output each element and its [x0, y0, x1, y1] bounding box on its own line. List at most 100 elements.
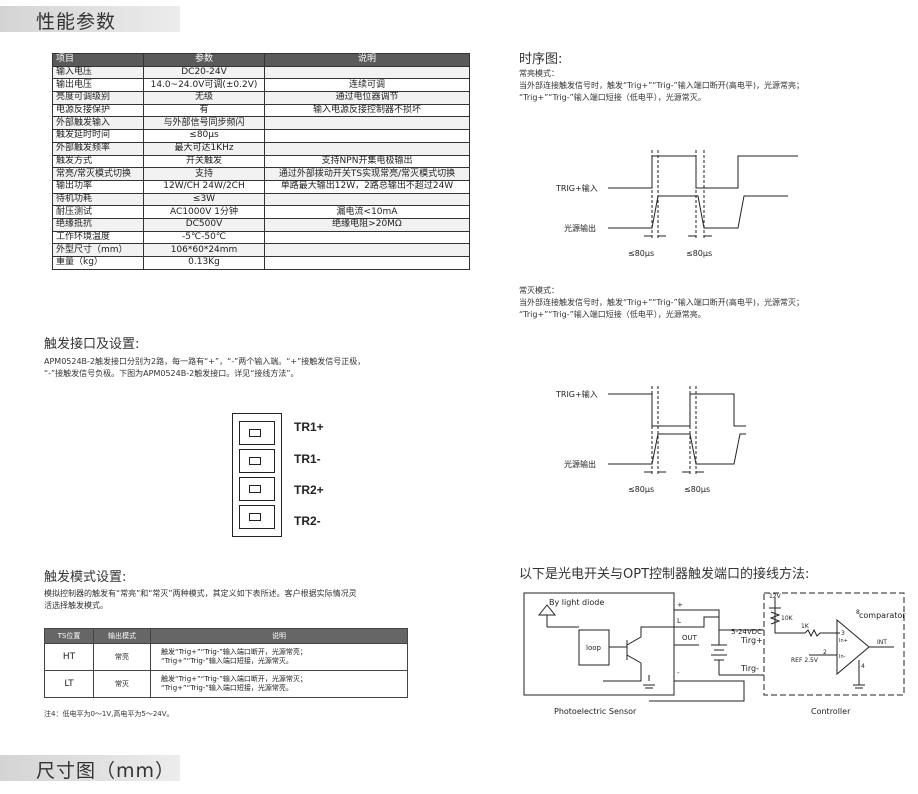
wire [603, 626, 674, 689]
r1k-label: 1K [801, 623, 810, 630]
spec-item: 耐压测试 [52, 205, 144, 219]
spec-row: 外型尺寸（mm）106*60*24mm [52, 243, 470, 257]
output-mode: 常灭 [93, 670, 151, 698]
v12-label: 12V [769, 593, 782, 600]
spec-value: 支持 [143, 167, 265, 181]
spec-item: 绝缘抵抗 [52, 217, 144, 232]
trigger-mode-text: 模拟控制器的触发有“常亮”和“常灭”两种模式，其定义如下表所述。客户根据实际情况… [44, 588, 357, 612]
spec-value: ≤80μs [143, 129, 265, 143]
spec-item: 电源反接保护 [52, 103, 144, 118]
trigger-mode-title: 触发模式设置: [44, 570, 127, 585]
comparator-label: comparator [859, 611, 906, 620]
spec-item: 亮度可调级别 [52, 91, 144, 105]
spec-note: 单路最大输出12W，2路总输出不超过24W [264, 179, 470, 194]
spec-note: 绝缘电阻>20MΩ [264, 217, 470, 232]
comparator-icon [836, 618, 870, 676]
int-label: INT [877, 639, 887, 646]
spec-note [264, 141, 470, 156]
spec-item: 输入电压 [52, 65, 144, 80]
trig-waveform [608, 393, 746, 427]
light-waveform [608, 433, 746, 465]
light-waveform [608, 195, 788, 229]
mode2-block: 常灭模式： 当外部连接触发信号时，触发“Trig+”“Trig-”输入端口断开(… [519, 285, 804, 321]
spec-row: 待机功耗≤3W [52, 192, 470, 207]
spec-note: 输入电源反接控制器不损坏 [264, 103, 470, 118]
connector-label-tr1-plus: TR1+ [294, 420, 324, 434]
paragraph-line: 当外部连接触发信号时，触发“Trig+”“Trig-”输入端口断开(高电平)，光… [519, 81, 805, 90]
resistor-1k [795, 628, 840, 638]
connector-label-tr1-minus: TR1- [294, 452, 321, 466]
spec-row: 触发延时时间≤80μs [52, 129, 470, 143]
delay-label: ≤80μs [628, 249, 654, 258]
trig-plus-label: Tirg+ [740, 636, 763, 645]
mode-desc-line: “Trig+”“Trig-”输入端口短接，光源常灭。 [161, 657, 293, 665]
mode-header: 输出模式 [93, 628, 151, 644]
spec-row: 重量（kg）0.13Kg [52, 256, 470, 270]
trigger-connector [232, 413, 282, 537]
spec-note: 通过电位器调节 [264, 91, 470, 105]
spec-value: -5℃-50℃ [143, 230, 265, 245]
spec-value: DC500V [143, 217, 265, 232]
spec-note [264, 129, 470, 143]
ts-position: LT [44, 670, 94, 698]
spec-value: 无级 [143, 91, 265, 105]
sensor-label: Photoelectric Sensor [554, 707, 637, 716]
mode-header: TS位置 [44, 628, 94, 644]
mode-header: 说明 [150, 628, 408, 644]
spec-note: 连续可调 [264, 78, 470, 93]
mode-row: LT 常灭 触发“Trig+”“Trig-”输入端口断开，光源常灭； “Trig… [44, 670, 408, 698]
spec-item: 外部触发输入 [52, 116, 144, 131]
controller-box [763, 592, 905, 696]
timing-diagram-normally-on: TRIG+输入 光源输出 ≤80μs ≤80μs [555, 150, 798, 258]
spec-header: 说明 [264, 53, 470, 67]
spec-item: 输出功率 [52, 179, 144, 194]
wire [809, 646, 894, 689]
mode-row: HT 常亮 触发“Trig+”“Trig-”输入端口断开，光源常亮； “Trig… [44, 643, 408, 671]
mode-desc-line: 触发“Trig+”“Trig-”输入端口断开，光源常亮； [161, 648, 307, 656]
spec-value: AC1000V 1分钟 [143, 205, 265, 219]
mode-table: TS位置 输出模式 说明 HT 常亮 触发“Trig+”“Trig-”输入端口断… [44, 628, 408, 698]
mode2-title: 常灭模式： [519, 286, 559, 295]
spec-item: 待机功耗 [52, 192, 144, 207]
spec-note [264, 243, 470, 257]
spec-header: 参数 [143, 53, 265, 67]
battery-icon [711, 630, 727, 675]
wiring-title: 以下是光电开关与OPT控制器触发端口的接线方法: [519, 567, 810, 582]
spec-header: 项目 [52, 53, 144, 67]
paragraph-line: 活选择触发模式。 [44, 601, 108, 610]
spec-value: 0.13Kg [143, 256, 265, 270]
ts-position: HT [44, 643, 94, 671]
trig-waveform [608, 155, 798, 189]
mode1-title: 常亮模式： [519, 69, 559, 78]
spec-note [264, 116, 470, 131]
trigger-interface-text: APM0524B-2触发接口分别为2路，每一路有“+”，“-”两个输入端。“+”… [44, 356, 365, 380]
connector-label-tr2-plus: TR2+ [294, 483, 324, 497]
section-header-performance: 性能参数 [0, 6, 180, 33]
spec-row: 外部触发频率最大可达1KHz [52, 141, 470, 156]
paragraph-line: 当外部连接触发信号时，触发“Trig+”“Trig-”输入端口断开(高电平)，光… [519, 298, 805, 307]
timing-title: 时序图: [519, 52, 563, 67]
pin4-label: 4 [861, 663, 865, 670]
timing-diagram-normally-off: TRIG+输入 光源输出 ≤80μs ≤80μs [555, 386, 746, 494]
spec-note [264, 230, 470, 245]
paragraph-line: APM0524B-2触发接口分别为2路，每一路有“+”，“-”两个输入端。“+”… [44, 357, 366, 366]
delay-label: ≤80μs [684, 485, 710, 494]
paragraph-line: “Trig+”“Trig-”输入端口短接（低电平），光源常灭。 [519, 93, 706, 102]
ref-label: REF 2.5V [791, 657, 819, 664]
mode-note: 注4：低电平为0～1V,高电平为5～24V。 [44, 710, 174, 718]
spec-note: 支持NPN开集电极输出 [264, 154, 470, 169]
spec-value: DC20-24V [143, 65, 265, 80]
spec-note [264, 256, 470, 270]
connector-slot [239, 449, 275, 473]
supply-label: 5-24VDC [731, 628, 762, 636]
transistor-icon [609, 636, 642, 664]
paragraph-line: “-”接触发信号负极。下图为APM0524B-2触发接口。详见“接线方法”。 [44, 369, 299, 378]
spec-row: 工作环境温度-5℃-50℃ [52, 230, 470, 245]
spec-row: 外部触发输入与外部信号同步频闪 [52, 116, 470, 131]
spec-value: 106*60*24mm [143, 243, 265, 257]
r10k-label: 10K [781, 615, 794, 622]
l-label: L [677, 617, 681, 625]
spec-item: 外型尺寸（mm） [52, 243, 144, 257]
